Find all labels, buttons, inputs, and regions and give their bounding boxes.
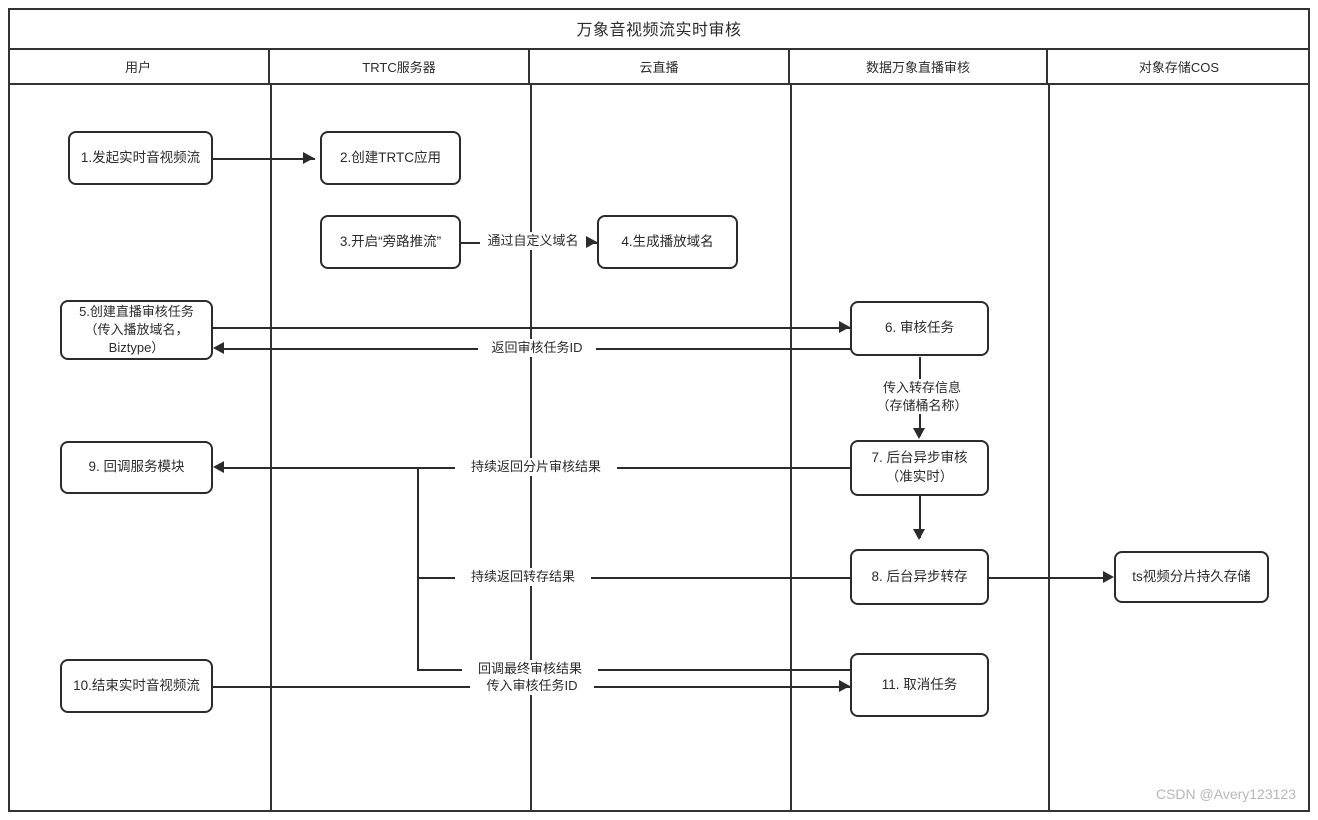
lane-header-trtc: TRTC服务器 [270,50,530,83]
edge-7-arrowhead [913,529,925,540]
edge-6-arrowhead [213,461,224,473]
node-create-audit-task[interactable]: 5.创建直播审核任务 （传入播放域名， Biztype） [60,300,213,360]
node-generate-play-domain[interactable]: 4.生成播放域名 [597,215,738,269]
lane-header-band: 用户 TRTC服务器 云直播 数据万象直播审核 对象存储COS [8,50,1310,85]
edge-5-label: 传入转存信息 （存储桶名称） [857,379,987,415]
node-async-audit-line-1: 7. 后台异步审核 [871,450,968,466]
watermark: CSDN @Avery123123 [1155,786,1296,802]
node-cancel-task[interactable]: 11. 取消任务 [850,653,989,717]
edge-5-label-line-2: （存储桶名称） [876,397,968,413]
edge-4-label: 返回审核任务ID [478,339,596,357]
edge-8-label: 持续返回转存结果 [455,568,591,586]
edge-8-riser [417,467,419,579]
node-ts-persistent-storage[interactable]: ts视频分片持久存储 [1114,551,1269,603]
node-async-transfer[interactable]: 8. 后台异步转存 [850,549,989,605]
node-initiate-stream[interactable]: 1.发起实时音视频流 [68,131,213,185]
diagram-title-band: 万象音视频流实时审核 [8,8,1310,50]
node-create-trtc-app[interactable]: 2.创建TRTC应用 [320,131,461,185]
edge-2-label: 通过自定义域名 [480,232,586,250]
edge-3-arrowhead [839,321,850,333]
edge-8-line [417,577,851,579]
edge-1-arrowhead [303,152,314,164]
node-create-audit-task-line-1: 5.创建直播审核任务 [79,304,194,320]
edge-5-label-line-1: 传入转存信息 [882,380,961,395]
lane-header-ci: 数据万象直播审核 [790,50,1048,83]
edge-6-label: 持续返回分片审核结果 [455,458,617,476]
lane-header-live: 云直播 [530,50,790,83]
node-enable-bypass-push[interactable]: 3.开启“旁路推流” [320,215,461,269]
edge-4-arrowhead [213,342,224,354]
lane-divider-1 [270,85,272,812]
lane-divider-3 [790,85,792,812]
edge-10-line [417,669,851,671]
node-create-audit-task-line-2: （传入播放域名， [84,322,189,338]
lane-divider-2 [530,85,532,812]
lane-header-user: 用户 [8,50,270,83]
node-create-audit-task-line-3: Biztype） [108,339,165,355]
node-audit-task[interactable]: 6. 审核任务 [850,301,989,356]
node-end-stream[interactable]: 10.结束实时音视频流 [60,659,213,713]
edge-11-arrowhead [839,680,850,692]
edge-10-label: 回调最终审核结果 [462,660,598,678]
diagram-frame [8,8,1310,812]
edge-7-line [919,496,921,538]
edge-3-line [213,327,851,329]
lane-divider-4 [1048,85,1050,812]
lane-header-cos: 对象存储COS [1138,60,1220,75]
edge-2-arrowhead [586,236,597,248]
edge-9-line [989,577,1104,579]
node-callback-service-module[interactable]: 9. 回调服务模块 [60,441,213,494]
node-async-audit[interactable]: 7. 后台异步审核 （准实时） [850,440,989,496]
edge-9-arrowhead [1103,571,1114,583]
node-async-audit-line-2: （准实时） [885,469,954,484]
edge-11-label: 传入审核任务ID [470,677,594,695]
page-title: 万象音视频流实时审核 [576,22,742,39]
edge-10-riser [417,577,419,671]
edge-5-arrowhead [913,428,925,439]
edge-1-line [213,158,315,160]
